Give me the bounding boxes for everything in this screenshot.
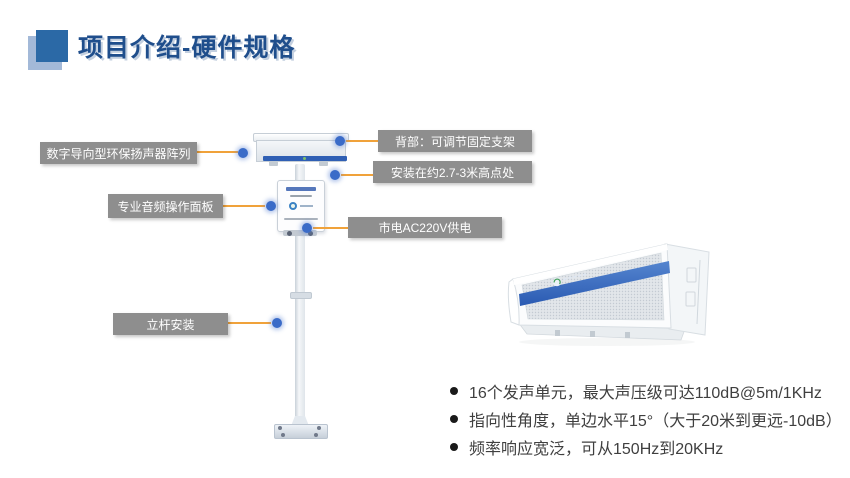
page-title: 项目介绍-硬件规格: [78, 34, 296, 62]
spec-text: 频率响应宽泛，可从150Hz到20KHz: [469, 441, 724, 458]
product-photo: [507, 243, 710, 346]
callout-label-pole-install: 立杆安装: [113, 313, 228, 335]
speaker-mount-foot: [269, 161, 278, 166]
control-box-logo-text-bar: [300, 205, 313, 207]
spec-text: 16个发声单元，最大声压级可达110dB@5m/1KHz: [469, 385, 822, 402]
control-box-footer-bar: [284, 218, 318, 220]
pole-base-bolt: [317, 426, 321, 430]
speaker-front-face: [256, 140, 347, 162]
pole-clamp: [290, 292, 312, 299]
callout-label-install-height: 安装在约2.7-3米高点处: [373, 161, 532, 183]
title-accent-square-dark: [36, 30, 68, 62]
callout-dot: [238, 148, 248, 158]
control-box-nut: [308, 231, 313, 236]
callout-line: [313, 227, 348, 229]
speaker-array-diagram: [253, 132, 349, 168]
callout-label-audio-panel: 专业音频操作面板: [108, 194, 223, 218]
pole-base-bolt: [314, 433, 318, 437]
callout-label-ac-power: 市电AC220V供电: [348, 217, 502, 238]
callout-dot: [335, 136, 345, 146]
callout-dot: [266, 201, 276, 211]
spec-item: 16个发声单元，最大声压级可达110dB@5m/1KHz: [450, 377, 845, 405]
control-box-logo-row: [289, 202, 313, 210]
speaker-mount-foot: [319, 161, 328, 166]
control-box-title-bar: [286, 187, 316, 191]
callout-line: [346, 140, 378, 142]
speaker-blue-stripe: [263, 156, 347, 161]
bullet-icon: [450, 443, 458, 451]
control-box-model-bar: [290, 195, 312, 197]
spec-item: 频率响应宽泛，可从150Hz到20KHz: [450, 433, 845, 461]
spec-item: 指向性角度，单边水平15°（大于20米到更远-10dB）: [450, 405, 845, 433]
control-box: [277, 180, 325, 232]
callout-line: [228, 322, 271, 324]
bullet-icon: [450, 415, 458, 423]
brand-logo-icon: [289, 202, 297, 210]
control-box-clamp: [283, 230, 317, 236]
callout-dot: [302, 223, 312, 233]
callout-line: [223, 205, 265, 207]
bullet-icon: [450, 387, 458, 395]
spec-list: 16个发声单元，最大声压级可达110dB@5m/1KHz 指向性角度，单边水平1…: [450, 377, 845, 461]
spec-text: 指向性角度，单边水平15°（大于20米到更远-10dB）: [469, 413, 842, 430]
callout-dot: [272, 318, 282, 328]
speaker-logo-dot: [303, 157, 306, 160]
pole-base-bolt: [281, 433, 285, 437]
callout-line: [197, 151, 238, 153]
callout-label-speaker-array: 数字导向型环保扬声器阵列: [40, 142, 197, 164]
control-box-nut: [287, 231, 292, 236]
callout-dot: [330, 170, 340, 180]
pole-base-bolt: [278, 426, 282, 430]
pole-base-cone: [291, 416, 309, 426]
callout-line: [341, 174, 373, 176]
callout-label-back-bracket: 背部：可调节固定支架: [378, 130, 532, 152]
